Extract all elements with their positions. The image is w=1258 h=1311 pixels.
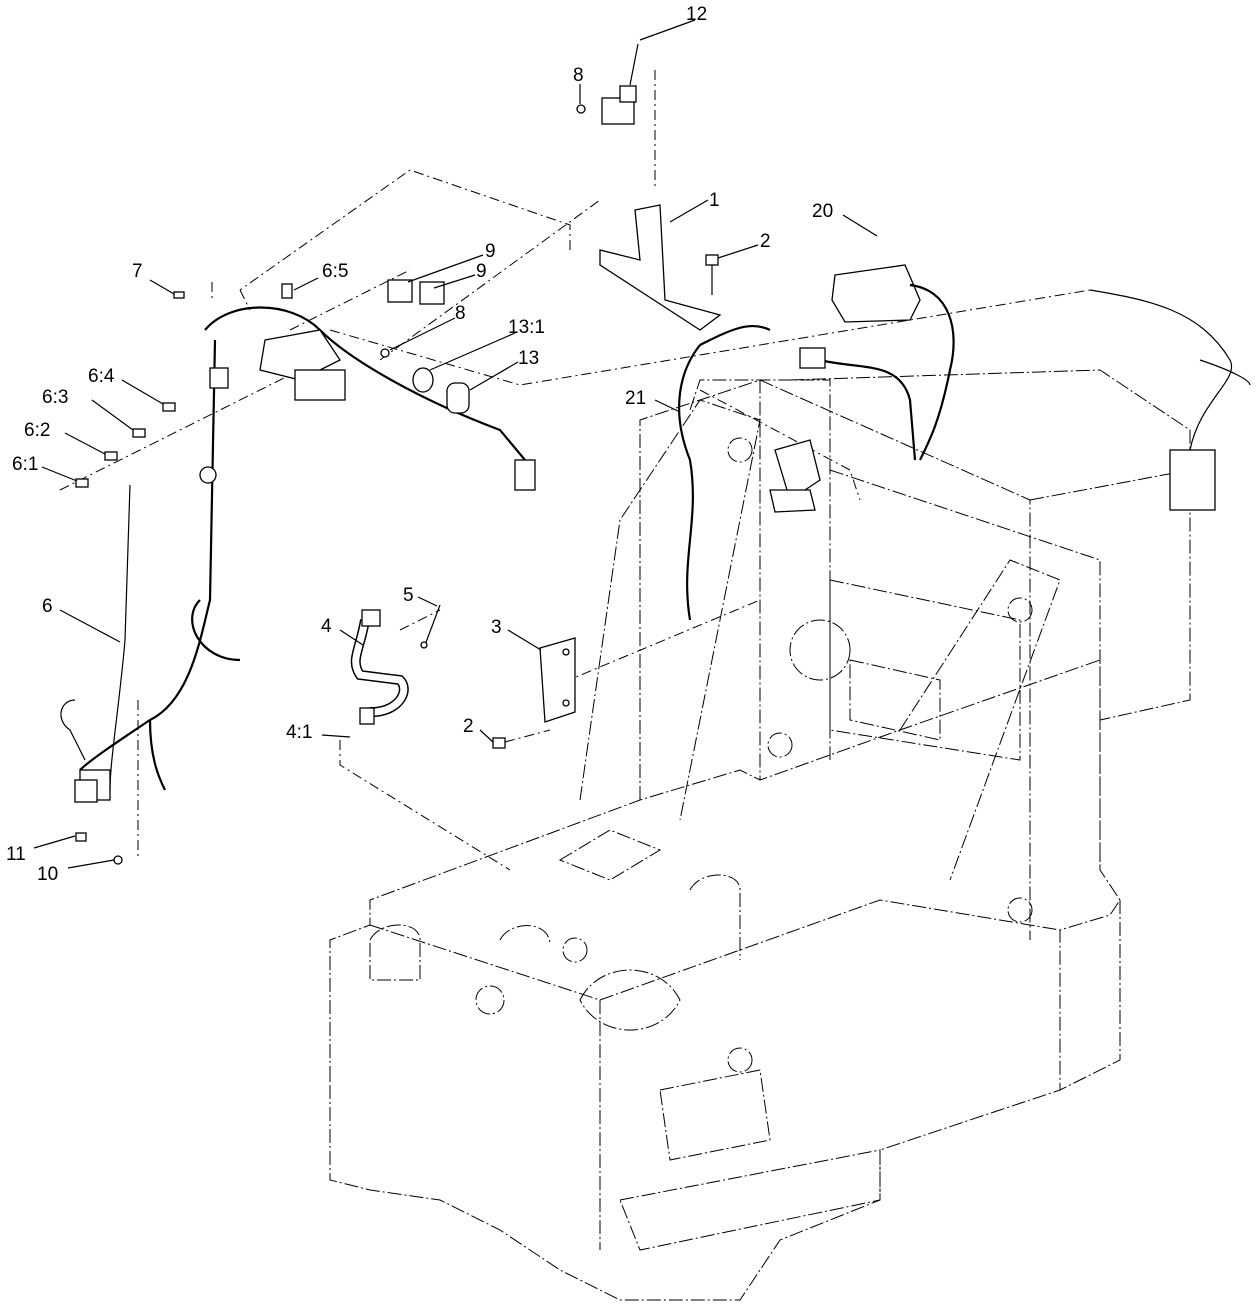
callout-6-1: 6:1 xyxy=(12,454,38,475)
callout-7: 7 xyxy=(132,261,143,282)
part-5-pin xyxy=(420,604,441,649)
callout-12: 12 xyxy=(686,4,707,25)
callout-13: 13 xyxy=(518,348,539,369)
callout-10: 10 xyxy=(37,864,58,885)
callout-11: 11 xyxy=(6,844,26,865)
callout-4: 4 xyxy=(321,616,332,637)
callout-8-second: 8 xyxy=(455,303,466,324)
callout-2-second: 2 xyxy=(463,716,474,737)
part-20-control-module xyxy=(799,264,955,461)
callout-20: 20 xyxy=(812,201,833,222)
part-7-screw xyxy=(173,291,185,299)
part-3-plate xyxy=(539,637,576,723)
part-12-sensor xyxy=(601,43,639,125)
callout-8: 8 xyxy=(573,65,584,86)
callout-6: 6 xyxy=(42,596,53,617)
part-11-bolt xyxy=(75,832,87,842)
callout-5: 5 xyxy=(403,585,414,606)
part-2-bolt xyxy=(705,254,719,295)
callout-21: 21 xyxy=(625,388,646,409)
callout-labels: 12 8 1 2 20 7 6:5 9 9 8 13:1 13 21 6:4 6… xyxy=(6,4,833,885)
callout-6-3: 6:3 xyxy=(42,387,68,408)
part-8b-screw xyxy=(380,348,390,358)
part-6-5-fuse xyxy=(281,283,293,299)
callout-1: 1 xyxy=(709,190,720,211)
part-13-buzzer xyxy=(412,367,470,414)
part-right-wire xyxy=(1089,289,1251,511)
part-1-bracket xyxy=(599,204,722,331)
callout-4-1: 4:1 xyxy=(286,722,312,743)
machine-frame xyxy=(329,369,1191,1301)
part-6-fuses xyxy=(75,402,176,488)
callout-6-5: 6:5 xyxy=(322,261,348,282)
callout-6-4: 6:4 xyxy=(88,366,115,387)
callout-13-1: 13:1 xyxy=(508,317,545,338)
part-9-relays xyxy=(387,279,445,305)
leader-lines xyxy=(33,19,878,869)
part-8-screw xyxy=(576,104,586,114)
part-2b-bolt xyxy=(492,737,506,749)
callout-2: 2 xyxy=(760,231,771,252)
part-10-washer xyxy=(113,855,123,865)
callout-9: 9 xyxy=(485,241,496,262)
part-6-harness xyxy=(60,306,536,803)
callout-6-2: 6:2 xyxy=(24,420,50,441)
callout-3: 3 xyxy=(491,617,502,638)
part-4-hose xyxy=(350,609,409,725)
part-21-harness xyxy=(678,325,821,621)
callout-9-second: 9 xyxy=(476,261,487,282)
